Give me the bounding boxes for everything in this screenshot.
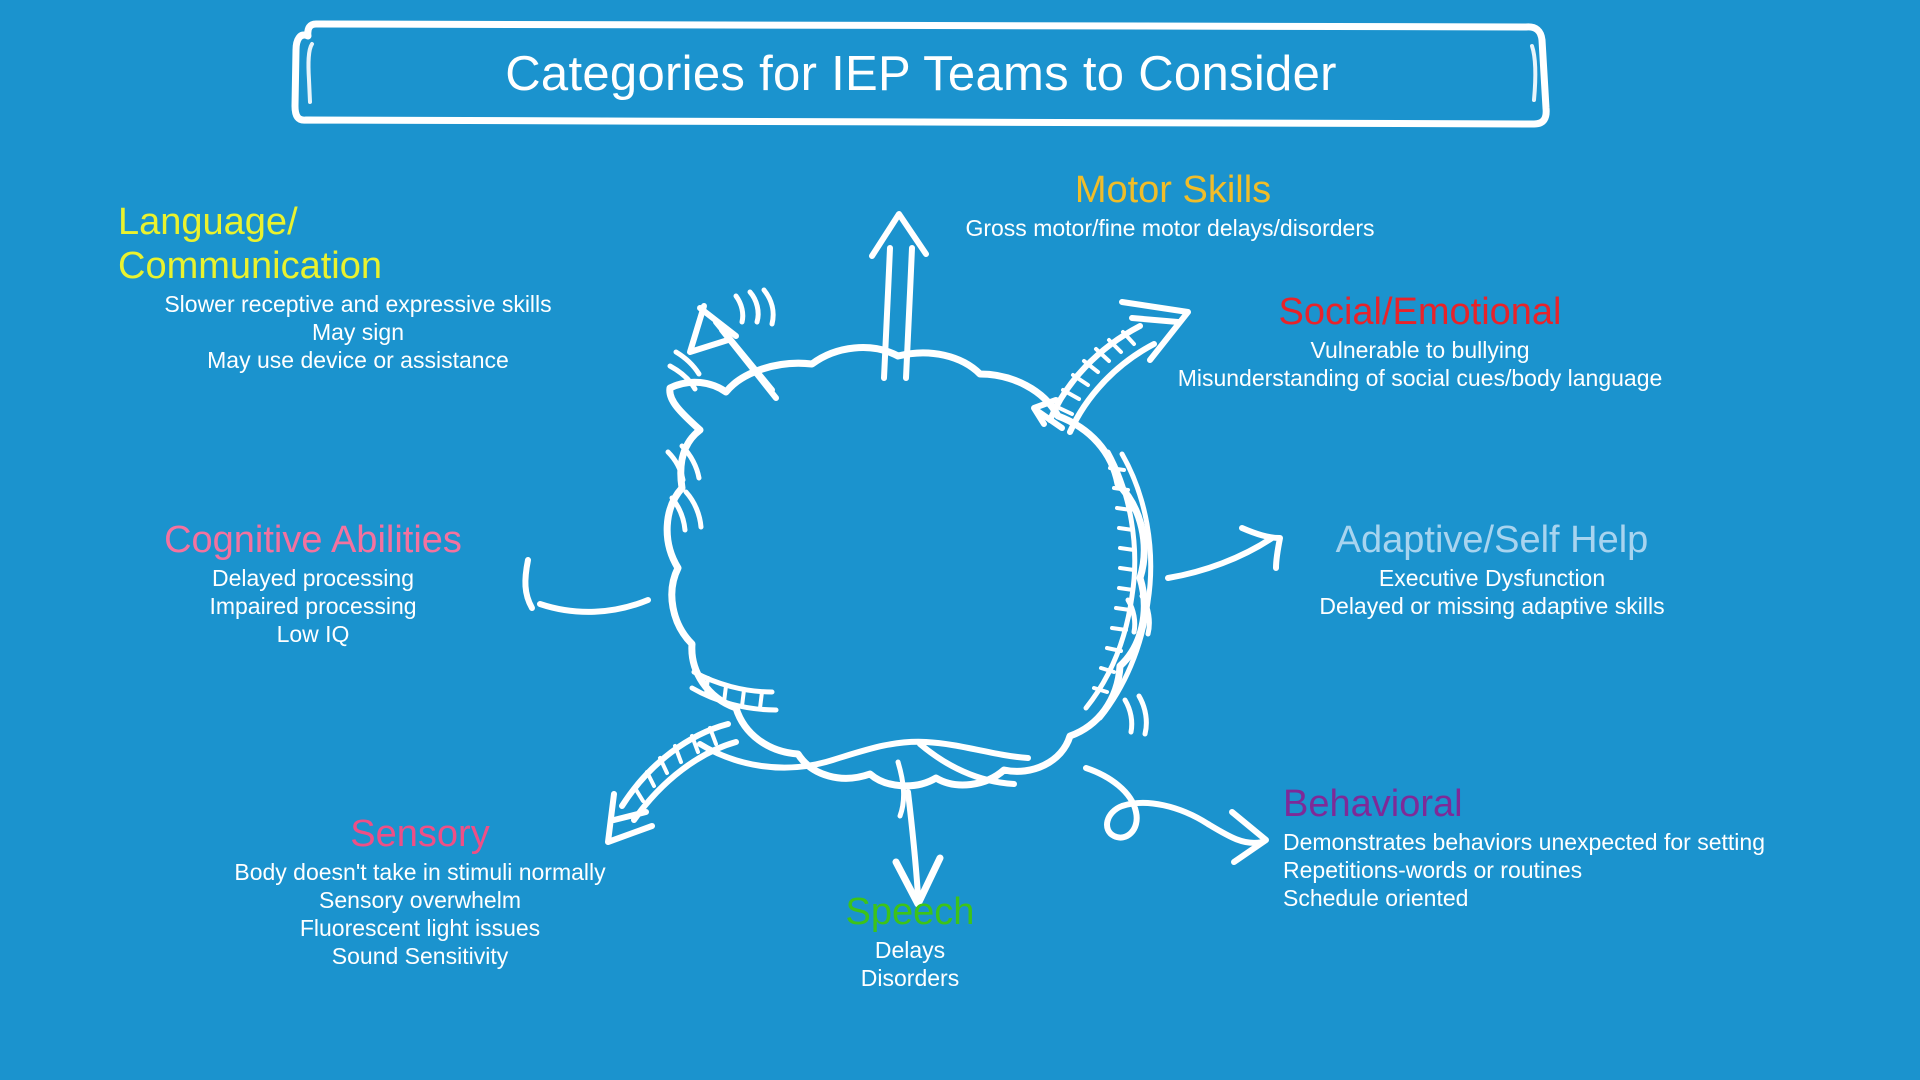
detail-line: Delayed or missing adaptive skills bbox=[1319, 593, 1665, 620]
category-title: Sensory bbox=[350, 813, 490, 855]
detail-line: Sound Sensitivity bbox=[331, 943, 509, 970]
arrow-to-behavioral-icon bbox=[1083, 765, 1269, 865]
detail-line: Low IQ bbox=[276, 621, 350, 648]
detail-line: Repetitions-words or routines bbox=[1283, 857, 1583, 884]
category-language-communication: Language/ Communication Slower receptive… bbox=[118, 200, 598, 374]
category-detail-lines: Slower receptive and expressive skills M… bbox=[118, 290, 598, 374]
arrow-to-speech-icon bbox=[892, 789, 944, 908]
category-speech: Speech Delays Disorders bbox=[800, 890, 1020, 992]
category-detail-lines: Delays Disorders bbox=[800, 936, 1020, 992]
brain-icon bbox=[663, 344, 1154, 819]
detail-line: May sign bbox=[311, 319, 405, 346]
category-sensory: Sensory Body doesn't take in stimuli nor… bbox=[185, 812, 655, 970]
category-motor-skills: Motor Skills Gross motor/fine motor dela… bbox=[900, 168, 1440, 242]
category-cognitive-abilities: Cognitive Abilities Delayed processing I… bbox=[118, 518, 508, 648]
category-title: Cognitive Abilities bbox=[164, 519, 462, 561]
detail-line: Fluorescent light issues bbox=[299, 915, 541, 942]
category-title: Motor Skills bbox=[1074, 169, 1272, 211]
page-title: Categories for IEP Teams to Consider bbox=[505, 47, 1337, 101]
category-detail-lines: Delayed processing Impaired processing L… bbox=[118, 564, 508, 648]
detail-line: Impaired processing bbox=[209, 593, 417, 620]
detail-line: Gross motor/fine motor delays/disorders bbox=[965, 215, 1375, 242]
detail-line: Sensory overwhelm bbox=[319, 887, 521, 914]
detail-line: Vulnerable to bullying bbox=[1310, 337, 1530, 364]
detail-line: Executive Dysfunction bbox=[1378, 565, 1606, 592]
detail-line: Disorders bbox=[860, 965, 960, 992]
category-title: Social/Emotional bbox=[1278, 291, 1562, 333]
category-detail-lines: Vulnerable to bullying Misunderstanding … bbox=[1110, 336, 1730, 392]
category-detail-lines: Executive Dysfunction Delayed or missing… bbox=[1282, 564, 1702, 620]
detail-line: Misunderstanding of social cues/body lan… bbox=[1177, 365, 1663, 392]
detail-line: Delays bbox=[874, 937, 946, 964]
category-adaptive-self-help: Adaptive/Self Help Executive Dysfunction… bbox=[1282, 518, 1702, 620]
category-title: Speech bbox=[845, 891, 975, 933]
arrow-to-cognitive-icon bbox=[522, 557, 651, 615]
detail-line: Body doesn't take in stimuli normally bbox=[234, 859, 606, 886]
detail-line: Delayed processing bbox=[211, 565, 414, 592]
detail-line: Schedule oriented bbox=[1283, 885, 1469, 912]
detail-line: Slower receptive and expressive skills bbox=[164, 291, 552, 318]
category-detail-lines: Demonstrates behaviors unexpected for se… bbox=[1283, 828, 1883, 912]
arrow-to-adaptive-icon bbox=[1165, 525, 1283, 581]
category-title: Adaptive/Self Help bbox=[1335, 519, 1649, 561]
category-title: Behavioral bbox=[1283, 783, 1463, 825]
category-title: Language/ Communication bbox=[118, 201, 382, 288]
detail-line: May use device or assistance bbox=[207, 347, 509, 374]
category-detail-lines: Body doesn't take in stimuli normally Se… bbox=[185, 858, 655, 970]
category-behavioral: Behavioral Demonstrates behaviors unexpe… bbox=[1283, 782, 1883, 912]
detail-line: Demonstrates behaviors unexpected for se… bbox=[1283, 829, 1765, 856]
category-detail-lines: Gross motor/fine motor delays/disorders bbox=[900, 214, 1440, 242]
category-social-emotional: Social/Emotional Vulnerable to bullying … bbox=[1110, 290, 1730, 392]
title-frame: Categories for IEP Teams to Consider bbox=[286, 20, 1556, 128]
arrow-to-language-icon bbox=[667, 287, 779, 401]
